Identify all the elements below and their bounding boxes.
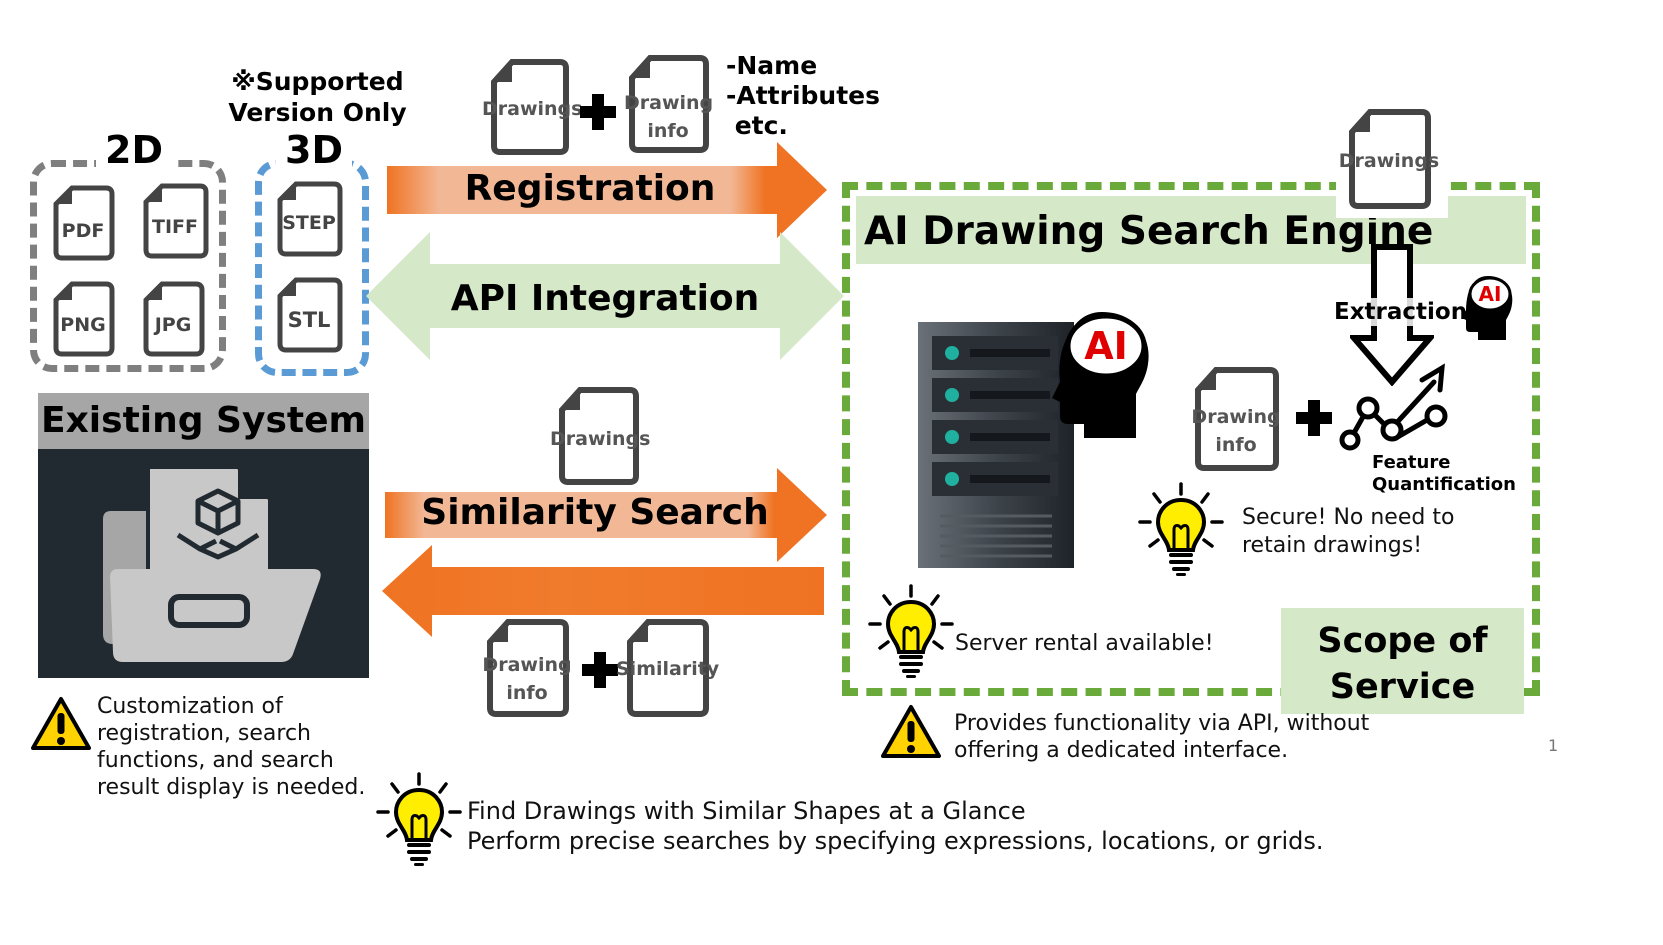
registration-info-label-1: Drawing — [624, 92, 714, 114]
engine-info-label-1: Drawing — [1191, 406, 1281, 428]
api-note-line-2: offering a dedicated interface. — [954, 738, 1289, 763]
lightbulb-icon — [1138, 482, 1224, 578]
supported-line2: Version Only — [228, 98, 407, 127]
plus-icon — [580, 650, 620, 694]
small-ai-badge: AI — [1479, 282, 1502, 306]
file-stl-label: STL — [287, 308, 331, 332]
warning-line-4: result display is needed. — [97, 775, 366, 800]
api-note-line-1: Provides functionality via API, without — [954, 711, 1370, 736]
attr-attributes: -Attributes — [726, 81, 881, 110]
registration-drawings-label: Drawings — [482, 98, 583, 120]
file-tiff-icon: TIFF — [140, 180, 210, 262]
warning-line-2: registration, search — [97, 721, 311, 746]
secure-line-2: retain drawings! — [1242, 533, 1423, 558]
result-info-label-1: Drawing — [482, 654, 572, 676]
result-similarity-label: Similarity — [616, 658, 720, 680]
bottom-line-2: Perform precise searches by specifying e… — [467, 827, 1324, 855]
engine-info-label-2: info — [1215, 434, 1257, 456]
scope-line-1: Scope of — [1317, 621, 1488, 661]
existing-system-panel — [38, 449, 369, 678]
scope-of-service-label: Scope of Service — [1281, 608, 1524, 714]
file-pdf-label: PDF — [61, 220, 105, 242]
small-ai-head-icon: AI — [1458, 272, 1518, 344]
file-jpg-icon: JPG — [140, 278, 206, 358]
server-rental-note: Server rental available! — [955, 631, 1214, 656]
folder-cad-icon — [103, 465, 321, 662]
similarity-drawings-doc: Drawings — [550, 384, 650, 488]
feature-quantification-label: Feature Quantification — [1372, 452, 1516, 496]
warning-line-1: Customization of — [97, 694, 283, 719]
result-info-doc: Drawing info — [482, 616, 572, 720]
api-integration-label: API Integration — [450, 278, 760, 319]
registration-label: Registration — [464, 168, 716, 209]
customization-warning: Customization of registration, search fu… — [97, 693, 377, 801]
secure-note: Secure! No need to retain drawings! — [1242, 504, 1454, 560]
secure-line-1: Secure! No need to — [1242, 505, 1455, 530]
warning-icon — [30, 696, 92, 752]
extraction-label: Extraction — [1332, 298, 1470, 326]
similarity-drawings-label: Drawings — [550, 428, 651, 450]
label-2d: 2D — [96, 128, 172, 172]
engine-dashed-border — [842, 182, 1540, 696]
lightbulb-icon — [868, 584, 954, 680]
warning-line-3: functions, and search — [97, 748, 334, 773]
registration-info-doc: Drawing info — [624, 52, 714, 156]
file-jpg-label: JPG — [154, 314, 192, 336]
ai-head-icon: AI — [1044, 306, 1158, 442]
plus-icon — [1294, 398, 1334, 442]
result-return-arrow — [382, 545, 824, 637]
bottom-summary: Find Drawings with Similar Shapes at a G… — [467, 796, 1324, 856]
file-png-icon: PNG — [50, 278, 116, 358]
page-number: 1 — [1548, 736, 1559, 755]
result-similarity-doc: Similarity — [616, 616, 719, 720]
label-3d: 3D — [276, 128, 352, 172]
big-ai-badge: AI — [1084, 324, 1128, 368]
feature-line-2: Quantification — [1372, 474, 1516, 495]
attr-etc: etc. — [726, 111, 788, 140]
registration-arrow — [387, 142, 827, 238]
bottom-line-1: Find Drawings with Similar Shapes at a G… — [467, 797, 1026, 825]
feature-line-1: Feature — [1372, 452, 1451, 473]
similarity-search-arrow — [385, 468, 827, 562]
registration-attributes: -Name -Attributes etc. — [726, 51, 880, 141]
result-info-label-2: info — [506, 682, 548, 704]
similarity-search-label: Similarity Search — [421, 492, 769, 533]
feature-graph-icon — [1338, 360, 1460, 452]
warning-icon — [880, 704, 942, 760]
plus-icon — [578, 92, 618, 136]
engine-info-doc: Drawing info — [1190, 364, 1282, 474]
file-step-icon: STEP — [274, 178, 344, 260]
api-double-arrow — [366, 232, 844, 360]
file-step-label: STEP — [282, 212, 336, 234]
attr-name: -Name — [726, 51, 818, 80]
lightbulb-icon — [376, 772, 462, 868]
supported-line1: ※Supported — [231, 67, 404, 96]
registration-info-label-2: info — [647, 120, 689, 142]
file-pdf-icon: PDF — [50, 182, 116, 264]
engine-drawings-label: Drawings — [1338, 150, 1440, 172]
api-only-note: Provides functionality via API, without … — [954, 710, 1369, 764]
server-icon — [918, 322, 1074, 568]
engine-drawings-doc: Drawings — [1339, 106, 1439, 212]
file-tiff-label: TIFF — [152, 216, 198, 238]
registration-drawings-doc: Drawings — [482, 56, 582, 158]
scope-line-2: Service — [1329, 667, 1476, 707]
file-stl-icon: STL — [274, 274, 344, 356]
file-png-label: PNG — [60, 314, 106, 336]
existing-system-header: Existing System — [38, 393, 369, 449]
supported-note: ※Supported Version Only — [225, 66, 410, 128]
